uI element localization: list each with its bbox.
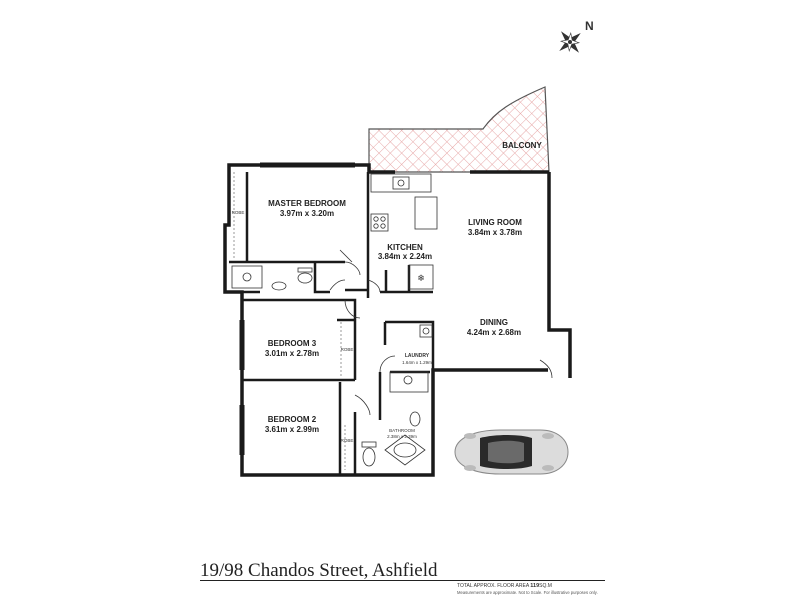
property-address: 19/98 Chandos Street, Ashfield (200, 560, 438, 581)
balcony-name: BALCONY (502, 141, 542, 150)
floor-area-unit: SQ.M (539, 583, 552, 589)
interior-walls (229, 172, 435, 475)
bedroom2-dims: 3.61m x 2.99m (265, 425, 319, 434)
disclaimer: Measurements are approximate. Not to Sca… (457, 590, 598, 595)
bathroom-name: BATHROOM (389, 428, 415, 433)
outer-walls (223, 163, 572, 477)
snowflake-icon: ❄ (417, 274, 425, 284)
master-bedroom-dims: 3.97m x 3.20m (280, 209, 334, 218)
compass-icon: N (559, 19, 594, 53)
floor-area: TOTAL APPROX. FLOOR AREA 119SQ.M (457, 583, 552, 589)
windows (239, 162, 355, 455)
robe-label-bedroom3: ROBE (341, 347, 354, 352)
compass-north-label: N (585, 19, 594, 33)
master-bedroom-name: MASTER BEDROOM (268, 199, 346, 208)
laundry-dims: 1.64m x 1.29m (402, 360, 432, 365)
laundry-name: LAUNDRY (405, 353, 430, 359)
footer-divider (200, 580, 605, 581)
bedroom3-name: BEDROOM 3 (268, 339, 317, 348)
kitchen-dims: 3.84m x 2.24m (378, 252, 432, 261)
living-room-dims: 3.84m x 3.78m (468, 228, 522, 237)
car-icon (454, 429, 569, 475)
bedroom2-name: BEDROOM 2 (268, 415, 317, 424)
bedroom3-dims: 3.01m x 2.78m (265, 349, 319, 358)
dining-name: DINING (480, 318, 508, 327)
kitchen-name: KITCHEN (387, 243, 423, 252)
ensuite-fixtures (231, 265, 313, 291)
robe-label-bedroom2: ROBE (341, 438, 354, 443)
floor-area-label: TOTAL APPROX. FLOOR AREA (457, 583, 529, 589)
floor-area-value: 119 (530, 583, 540, 589)
bathroom-fixtures (361, 324, 433, 467)
kitchen-fixtures: ❄ (370, 173, 438, 290)
dining-dims: 4.24m x 2.68m (467, 328, 521, 337)
bathroom-dims: 2.38m x 2.39m (387, 434, 417, 439)
robe-lines (233, 172, 346, 470)
robe-label-master: ROBE (232, 210, 245, 215)
balcony-area (368, 86, 550, 173)
door-swings (329, 249, 553, 416)
living-room-name: LIVING ROOM (468, 218, 522, 227)
